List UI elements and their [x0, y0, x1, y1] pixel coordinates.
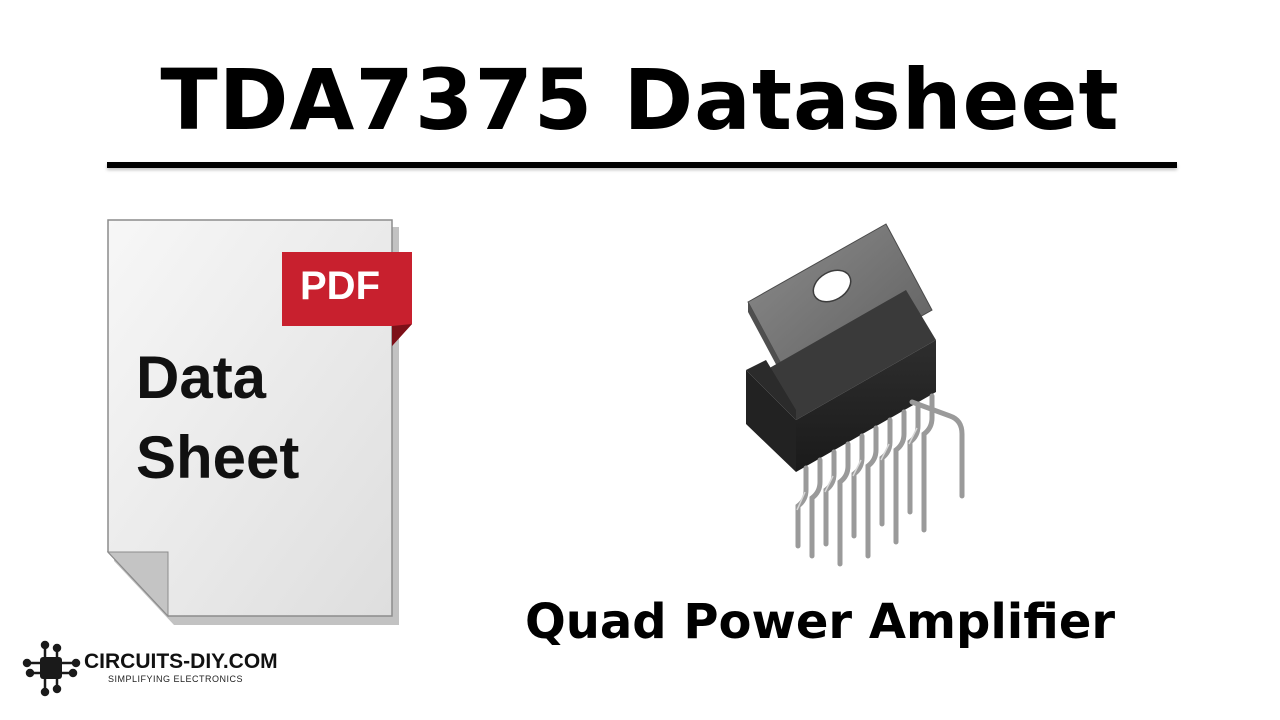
datasheet-document-icon [106, 219, 412, 625]
page-title: TDA7375 Datasheet [160, 51, 1120, 149]
circuits-diy-logo-icon [22, 640, 81, 697]
document-label-line1: Data [136, 344, 267, 411]
brand-name: CIRCUITS-DIY.COM [84, 650, 278, 673]
title-underline [107, 162, 1177, 168]
document-label-line2: Sheet [136, 424, 300, 491]
ic-chip-icon [746, 223, 965, 567]
pdf-badge-label: PDF [300, 264, 380, 308]
brand-tagline: SIMPLIFYING ELECTRONICS [108, 674, 244, 684]
chip-description: Quad Power Amplifier [524, 594, 1116, 650]
